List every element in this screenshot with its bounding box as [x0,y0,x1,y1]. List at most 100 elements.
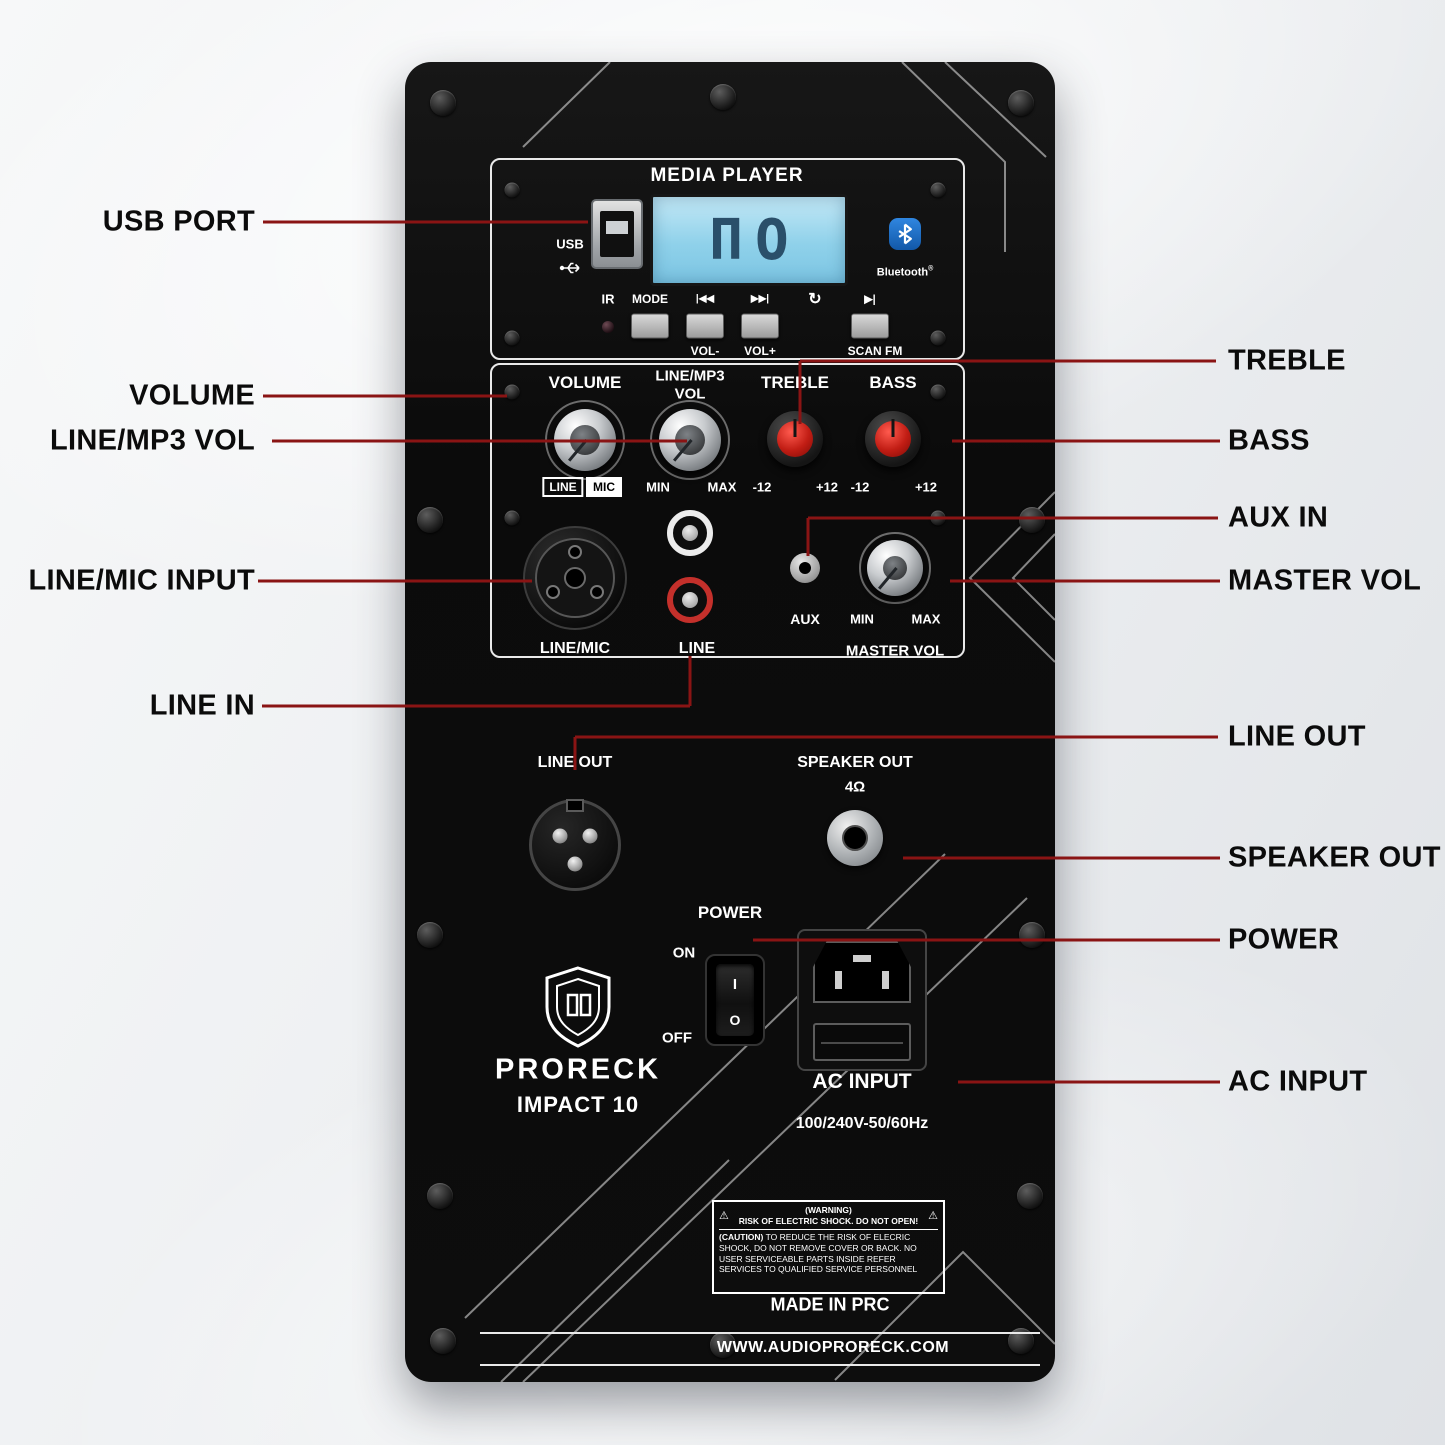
scan-button [851,313,889,339]
warning-shock-line: RISK OF ELECTRIC SHOCK. DO NOT OPEN! [738,1215,919,1226]
fuse-drawer [813,1023,911,1061]
callout-master-vol: MASTER VOL [1228,564,1422,597]
line-tag: LINE [542,477,584,497]
xlr-pin [567,856,583,872]
bluetooth-icon [889,218,921,250]
iec-pin [835,971,842,989]
scan-fm-label: SCAN FM [847,344,903,358]
line-label: LINE [678,640,716,657]
trs-hole [564,567,586,589]
screw [417,922,443,948]
switch-off-mark: O [729,1012,741,1028]
line-mp3-knob [659,409,721,471]
iec-c14-socket [813,941,911,1003]
media-player-title: MEDIA PLAYER [650,165,804,186]
screw [427,1183,453,1209]
bass-max-label: +12 [914,479,938,495]
aux-jack [790,553,820,583]
treble-knob [767,411,823,467]
xlr-hole [568,545,582,559]
footer-rule [480,1332,1040,1334]
ir-label: IR [601,291,615,307]
screw [1019,507,1045,533]
previous-track-icon: |◀◀ [695,293,715,305]
master-vol-label: MASTER VOL [845,642,945,660]
speaker-rear-panel: MEDIA PLAYER USB ΠO Bluetooth® IR MODE |… [405,62,1055,1382]
callout-line-out: LINE OUT [1228,720,1366,753]
master-vol-knob [867,540,923,596]
volume-knob-label: VOLUME [548,373,622,392]
repeat-icon: ↻ [808,291,822,308]
warning-triangle-icon: ⚠ [928,1209,938,1222]
master-min-label: MIN [850,611,874,627]
master-max-label: MAX [911,611,941,627]
line-out-label: LINE OUT [537,754,613,771]
model-name: IMPACT 10 [516,1092,640,1117]
line-mp3-sub-label: VOL [674,385,706,403]
xlr-hole [590,585,604,599]
rca-jack-red [667,577,713,623]
play-scan-icon: ▶| [864,293,876,306]
lcd-display: ΠO [650,194,848,286]
callout-line-mic-input: LINE/MIC INPUT [28,564,255,597]
xlr-pin [582,828,598,844]
footer-rule [480,1364,1040,1366]
callout-usb-port: USB PORT [102,205,255,238]
bluetooth-label: Bluetooth® [877,266,934,279]
bass-knob [865,411,921,467]
brand-name: PRORECK [494,1053,662,1086]
screw [710,84,736,110]
xlr-pin [552,828,568,844]
ir-sensor [602,321,614,333]
next-button [741,313,779,339]
mic-tag: MIC [586,477,622,497]
line-mic-label: LINE/MIC [539,640,611,657]
usb-port [591,199,643,269]
power-label: POWER [697,903,763,922]
aux-label: AUX [790,611,820,627]
ac-input-label: AC INPUT [812,1070,912,1093]
callout-speaker-out: SPEAKER OUT [1228,841,1441,874]
power-on-label: ON [672,944,696,962]
made-in-label: MADE IN PRC [770,1294,890,1315]
callout-ac-input: AC INPUT [1228,1065,1368,1098]
screw [1017,1183,1043,1209]
bass-min-label: -12 [850,479,870,495]
screw [430,90,456,116]
impedance-label: 4Ω [844,778,866,796]
power-switch: I O [705,954,765,1046]
power-off-label: OFF [662,1029,692,1047]
ac-inlet [797,929,927,1071]
iec-pin [853,955,871,962]
vol-minus-label: VOL- [690,344,720,358]
volume-knob [554,409,616,471]
bluetooth-word: Bluetooth [876,266,929,279]
iec-pin [882,971,889,989]
mode-button [631,313,669,339]
treble-knob-label: TREBLE [761,373,829,392]
mode-label: MODE [632,292,668,306]
callout-treble: TREBLE [1228,344,1346,377]
switch-on-mark: I [732,976,738,993]
previous-button [686,313,724,339]
xlr-hole [546,585,560,599]
screw [417,507,443,533]
caution-title: (CAUTION) [719,1231,764,1242]
callout-volume: VOLUME [129,379,255,412]
ac-voltage-label: 100/240V-50/60Hz [795,1115,929,1132]
line-out-xlr-connector [529,799,621,891]
screw [1008,90,1034,116]
callout-bass: BASS [1228,424,1310,457]
warning-box: ⚠ (WARNING) RISK OF ELECTRIC SHOCK. DO N… [712,1200,945,1294]
callout-line-mp3-vol: LINE/MP3 VOL [49,424,255,457]
callout-power: POWER [1228,923,1340,956]
min-label: MIN [646,479,670,495]
warning-triangle-icon: ⚠ [719,1209,729,1222]
registered-mark: ® [928,265,934,273]
treble-min-label: -12 [752,479,772,495]
callout-aux-in: AUX IN [1228,501,1329,534]
rca-jack-white [667,510,713,556]
website-url: WWW.AUDIOPRORECK.COM [716,1339,950,1356]
screw [430,1328,456,1354]
